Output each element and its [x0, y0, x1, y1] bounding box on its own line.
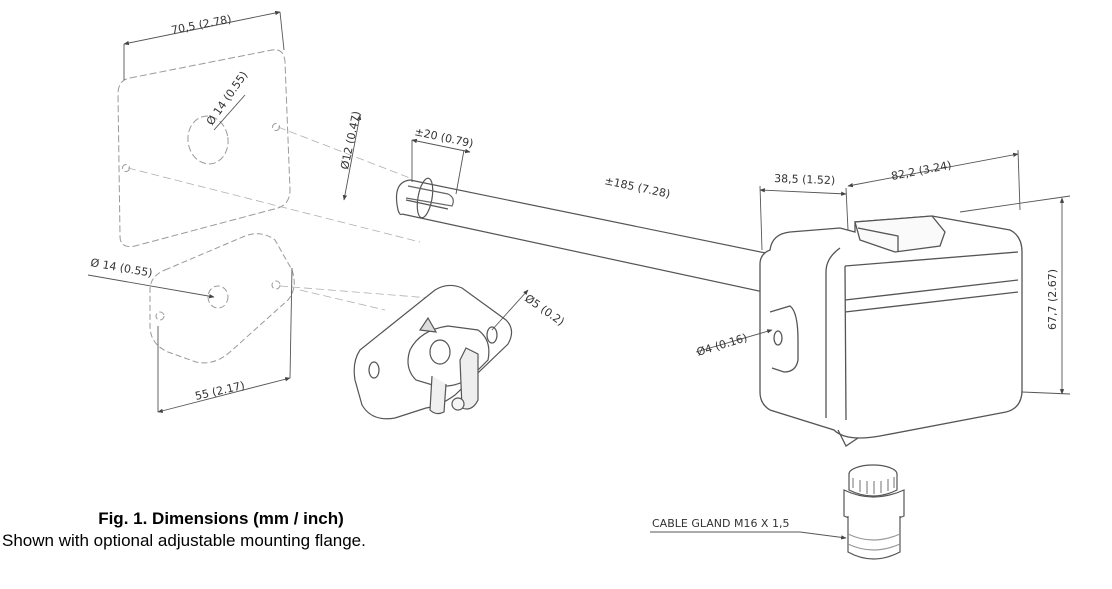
figure-caption: Fig. 1. Dimensions (mm / inch) Shown wit… — [0, 508, 442, 552]
cable-gland-label: CABLE GLAND M16 X 1,5 — [652, 517, 789, 530]
mounting-flange — [353, 284, 513, 420]
screw-diameter-label: Ø5 (0.2) — [522, 292, 567, 329]
housing-height-label: 67,7 (2.67) — [1046, 269, 1059, 330]
flange-hole-diameter-label: Ø 14 (0.55) — [89, 256, 153, 280]
flange-width-label: 55 (2.17) — [194, 379, 246, 403]
cable-gland — [843, 464, 905, 560]
wall-plate — [117, 49, 291, 247]
plate-hole-diameter-label: Ø 14 (0.55) — [204, 69, 251, 128]
plate-width-label: 70,5 (2.78) — [170, 13, 232, 37]
housing-front-depth-label: 38,5 (1.52) — [774, 172, 835, 187]
flange-gasket — [149, 233, 295, 364]
housing-depth-label: 82,2 (3.24) — [890, 159, 952, 183]
probe-diameter-label: Ø12 (0.47) — [338, 110, 363, 171]
caption-subtitle: Shown with optional adjustable mounting … — [2, 531, 366, 550]
sensor-housing — [759, 215, 1023, 447]
inner-diameter-label: Ø4 (0.16) — [695, 331, 749, 359]
probe-length-label: ±185 (7.28) — [603, 174, 671, 201]
probe-tube — [395, 177, 791, 297]
dimension-lines — [87, 10, 1071, 540]
caption-title: Fig. 1. Dimensions (mm / inch) — [98, 509, 344, 528]
